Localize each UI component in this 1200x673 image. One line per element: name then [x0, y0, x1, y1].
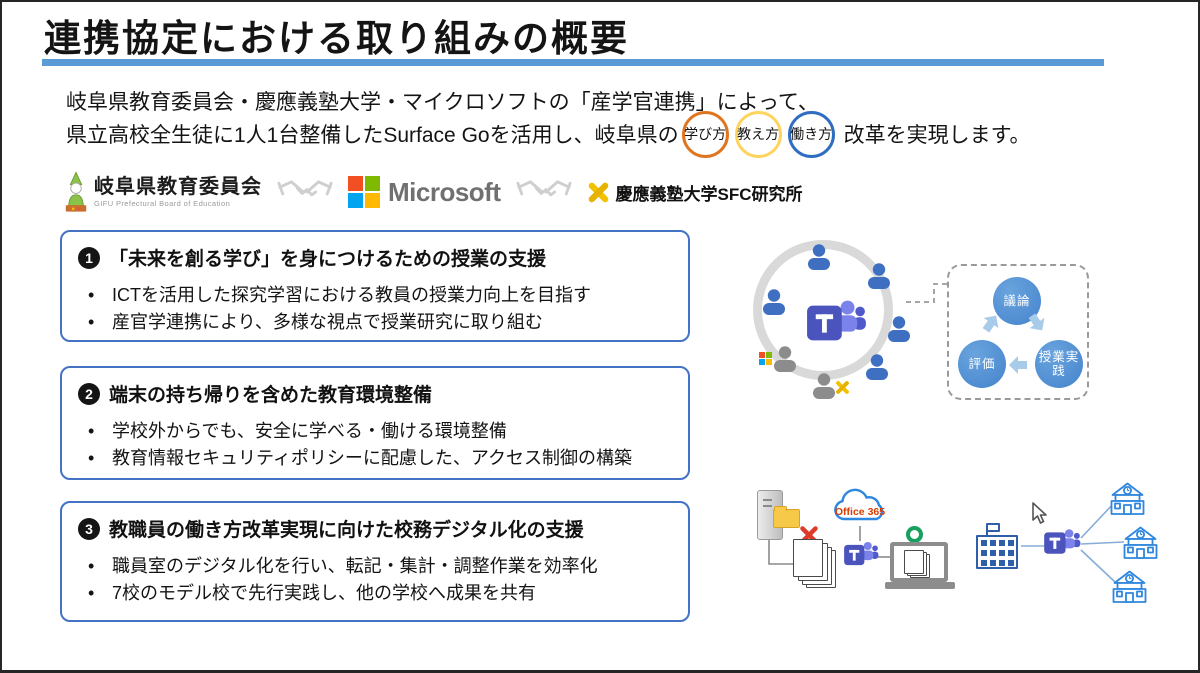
bullet-item: ICTを活用した探究学習における教員の授業力向上を目指す [78, 282, 672, 309]
school-network-diagram [967, 480, 1199, 618]
bullet-item: 産官学連携により、多様な視点で授業研究に取り組む [78, 309, 672, 336]
bullet-item: 7校のモデル校で先行実践し、他の学校へ成果を共有 [78, 580, 672, 607]
initiative-3-heading: 教職員の働き方改革実現に向けた校務デジタル化の支援 [109, 520, 584, 541]
person-icon [810, 373, 838, 399]
gifu-board-logo: 岐阜県教育委員会 GIFU Prefectural Board of Educa… [62, 171, 262, 213]
cycle-step-evaluation: 評価 [958, 340, 1006, 388]
reform-circle-learning: 学び方 [681, 110, 729, 158]
microsoft-teams-icon [805, 296, 867, 350]
gifu-mascot-icon [65, 171, 87, 212]
keio-x-icon [587, 181, 610, 204]
person-icon [805, 244, 833, 270]
gifu-board-name: 岐阜県教育委員会 [94, 175, 262, 198]
bullet-item: 学校外からでも、安全に学べる・働ける環境整備 [78, 418, 672, 445]
page-title: 連携協定における取り組みの概要 [44, 18, 629, 59]
cloud-icon [834, 488, 884, 521]
board-building-icon [975, 522, 1019, 570]
office365-cloud: Office 365 [831, 486, 889, 528]
reform-circle-teaching: 教え方 [734, 110, 782, 158]
initiative-2-number: 2 [78, 382, 100, 405]
person-icon [771, 346, 799, 372]
initiative-1-heading: 「未来を創る学び」を身につけるための授業の支援 [109, 249, 547, 270]
lesson-cycle-panel: 議論 授業実践 評価 [947, 264, 1089, 400]
keio-x-icon [835, 380, 850, 395]
teacher-community-diagram [747, 234, 942, 406]
initiative-2-heading: 端末の持ち帰りを含めた教育環境整備 [109, 385, 433, 406]
connector-lines [768, 526, 891, 565]
initiative-3-number: 3 [78, 517, 100, 540]
microsoft-teams-icon [1043, 526, 1081, 560]
microsoft-wordmark: Microsoft [388, 176, 501, 207]
intro-line-1: 岐阜県教育委員会・慶應義塾大学・マイクロソフトの「産学官連携」によって、 [66, 91, 819, 114]
school-icon [1109, 482, 1146, 516]
green-circle-icon [906, 526, 923, 543]
school-icon [1111, 570, 1148, 604]
keio-name: 慶應義塾大学SFC研究所 [615, 184, 803, 204]
paper-stack [901, 548, 937, 580]
initiative-box-1: 1 「未来を創る学び」を身につけるための授業の支援 ICTを活用した探究学習にお… [60, 230, 690, 342]
person-icon [760, 289, 788, 315]
folder-icon [773, 506, 800, 528]
initiative-box-2: 2 端末の持ち帰りを含めた教育環境整備 学校外からでも、安全に学べる・働ける環境… [60, 366, 690, 480]
office365-digitization-diagram: Office 365 [747, 485, 967, 620]
title-underline [42, 59, 1104, 66]
cycle-step-practice: 授業実践 [1035, 340, 1083, 388]
handshake-icon [276, 173, 334, 211]
person-icon [863, 354, 891, 380]
microsoft-teams-icon [843, 539, 879, 571]
network-lines [1021, 501, 1125, 583]
person-icon [865, 263, 893, 289]
cycle-arrow-icon [1009, 356, 1027, 374]
partner-logos-row: 岐阜県教育委員会 GIFU Prefectural Board of Educa… [62, 168, 803, 216]
microsoft-squares-icon [348, 176, 380, 208]
reform-circle-working: 働き方 [787, 110, 835, 158]
gifu-board-subtitle: GIFU Prefectural Board of Education [94, 198, 231, 208]
mouse-cursor [1032, 502, 1047, 524]
intro-line-2: 県立高校全生徒に1人1台整備したSurface Goを活用し、岐阜県の 学び方 … [66, 109, 1030, 159]
initiative-1-number: 1 [78, 246, 100, 269]
paper-stack [793, 539, 841, 589]
initiative-box-3: 3 教職員の働き方改革実現に向けた校務デジタル化の支援 職員室のデジタル化を行い… [60, 501, 690, 622]
bullet-item: 教育情報セキュリティポリシーに配慮した、アクセス制御の構築 [78, 445, 672, 472]
keio-logo: 慶應義塾大学SFC研究所 [587, 180, 803, 205]
intro-line-2-prefix: 県立高校全生徒に1人1台整備したSurface Goを活用し、岐阜県の [66, 124, 679, 147]
handshake-icon [515, 173, 573, 211]
bullet-item: 職員室のデジタル化を行い、転記・集計・調整作業を効率化 [78, 553, 672, 580]
cloud-label: Office 365 [834, 506, 886, 518]
intro-line-2-suffix: 改革を実現します。 [843, 124, 1031, 147]
person-icon [885, 316, 913, 342]
microsoft-squares-icon [759, 352, 772, 365]
dashed-connector [906, 283, 952, 303]
school-icon [1122, 526, 1159, 560]
laptop-icon [885, 542, 955, 594]
microsoft-logo: Microsoft [348, 176, 501, 208]
